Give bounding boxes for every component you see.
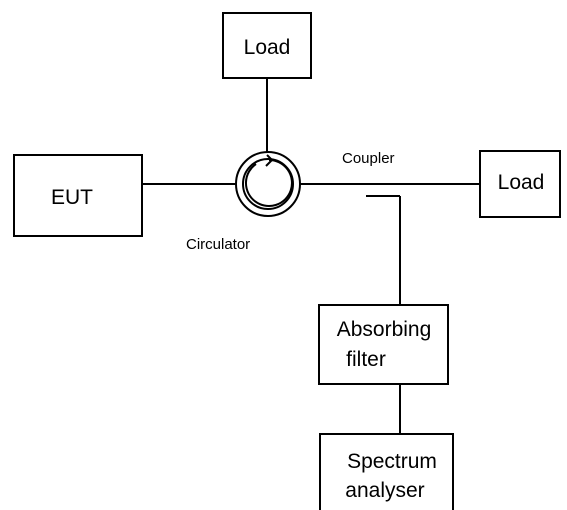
eut-label: EUT [51,186,93,209]
eut-box: EUT [13,154,143,237]
load-top-label: Load [244,36,291,59]
spectrum-analyser-label-line2: analyser [345,479,424,502]
absorbing-filter-box: Absorbing filter [318,304,449,385]
load-right-box: Load [479,150,561,218]
absorbing-filter-label-line1: Absorbing [337,318,432,341]
coupler [366,195,401,305]
coupler-label: Coupler [342,150,395,167]
circulator-arrowhead-icon [265,154,274,167]
spectrum-analyser-label-line1: Spectrum [347,450,437,473]
circulator-label: Circulator [186,236,250,253]
circulator-direction-arrow [245,159,293,207]
circulator-symbol [235,151,301,217]
absorbing-filter-label-line2: filter [346,348,386,371]
load-right-label: Load [498,171,545,194]
spectrum-analyser-box: Spectrum analyser [319,433,454,510]
load-top-box: Load [222,12,312,79]
